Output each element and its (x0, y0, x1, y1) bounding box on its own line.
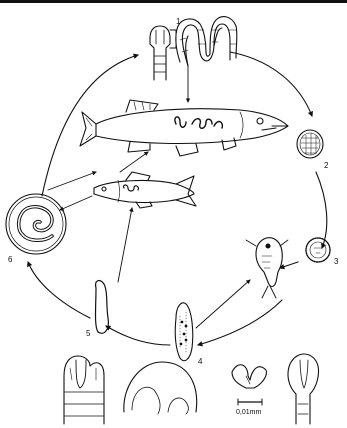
coracidium-stage-3: 3 (306, 238, 339, 266)
cycle-arrows (28, 52, 327, 345)
plerocercoid-stage-5: 5 (86, 281, 108, 338)
top-border (0, 0, 347, 3)
pike-fish (80, 100, 288, 156)
pike-tail (80, 112, 96, 146)
arrow-6-to-1 (42, 55, 138, 196)
arrow-2-to-3 (316, 172, 327, 248)
small-fish-body (94, 181, 194, 203)
arrow-6-to-pike (48, 172, 96, 190)
scolex-detail-right (288, 354, 319, 424)
pike-body (96, 109, 288, 144)
pike-anal-fin (128, 142, 150, 152)
arrow-3-to-copepod (280, 262, 298, 268)
stage-label-2: 2 (324, 161, 329, 170)
stage-label-5: 5 (86, 329, 91, 338)
cyst-stage-6: 6 (6, 194, 66, 264)
arrow-smallfish-to-6 (60, 196, 92, 210)
small-fish (94, 172, 196, 208)
arrow-4-to-copepod (196, 280, 250, 328)
arrow-5-to-smallfish (118, 208, 132, 282)
bothrium-detail (124, 362, 197, 414)
stage-label-1: 1 (176, 17, 181, 26)
small-fish-eye (102, 187, 106, 191)
small-fish-tail (176, 176, 196, 206)
hook-detail: 0,01mm (232, 365, 266, 416)
pike-internal-worms (175, 117, 223, 128)
arrow-4-to-5 (106, 326, 170, 345)
procercoid-stage-4: 4 (175, 303, 203, 366)
arrow-1-to-2 (230, 52, 312, 116)
arrow-5-to-6 (28, 262, 90, 318)
scale-bar-label: 0,01mm (236, 409, 261, 416)
stage-label-3: 3 (334, 257, 339, 266)
stage-label-6: 6 (8, 255, 13, 264)
arrow-copepod-to-4 (198, 300, 282, 345)
egg-stage-2: 2 (297, 130, 329, 170)
stage-label-4: 4 (198, 357, 203, 366)
arrow-smallfish-to-pike (120, 152, 148, 172)
scolex-detail-left (64, 356, 104, 424)
small-fish-cysts (124, 185, 139, 191)
inner-arrows (48, 66, 250, 328)
adult-tapeworm: 1 (150, 17, 237, 80)
pike-eye (257, 118, 263, 124)
bottom-details: 0,01mm (64, 354, 319, 424)
